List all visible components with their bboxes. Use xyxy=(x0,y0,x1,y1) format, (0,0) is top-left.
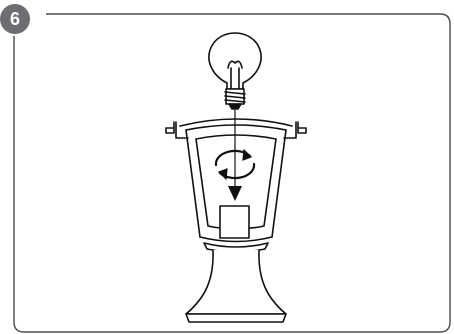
lantern-body xyxy=(165,118,307,323)
frame-border xyxy=(13,13,451,333)
step-number-badge: 6 xyxy=(0,4,30,34)
step-number-label: 6 xyxy=(9,9,20,29)
light-bulb-icon xyxy=(208,32,262,110)
arrow-down-icon xyxy=(228,110,242,201)
rotate-arrows-icon xyxy=(214,148,256,181)
